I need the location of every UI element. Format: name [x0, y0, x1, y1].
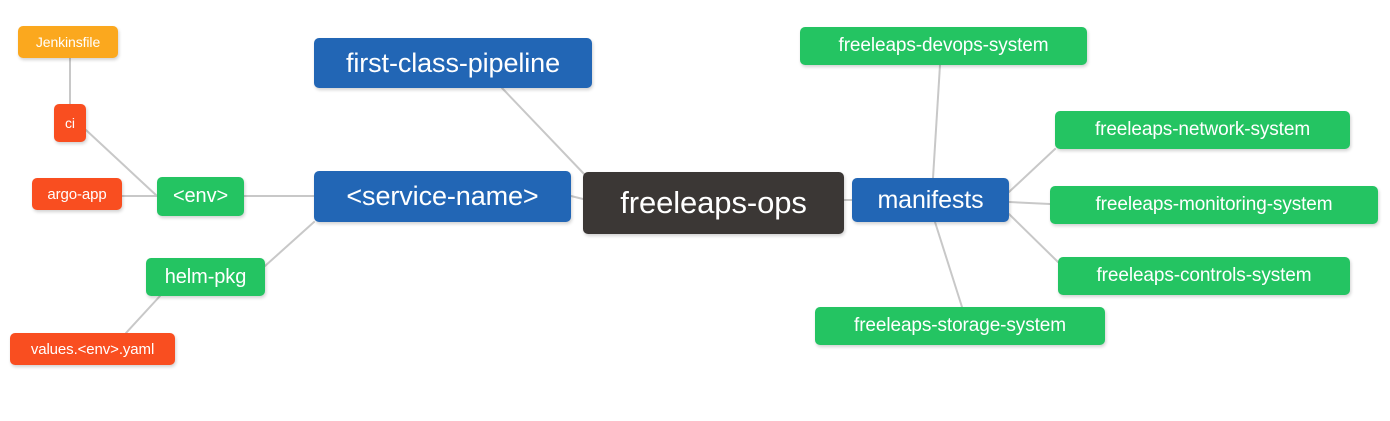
node-label: <service-name> — [346, 181, 539, 211]
edge-manifests-to-freeleaps-monitoring-system — [1008, 201, 1051, 205]
node-label: freeleaps-storage-system — [854, 315, 1066, 336]
node-first-class-pipeline[interactable]: first-class-pipeline — [314, 38, 592, 88]
node-freeleaps-network-system[interactable]: freeleaps-network-system — [1055, 111, 1350, 149]
node-label: first-class-pipeline — [345, 47, 561, 78]
node-label: freeleaps-ops — [620, 185, 807, 220]
node-service-name[interactable]: <service-name> — [314, 171, 571, 222]
node-values-yaml[interactable]: values.<env>.yaml — [10, 333, 175, 365]
node-label: manifests — [877, 185, 984, 214]
node-label: values.<env>.yaml — [30, 340, 155, 358]
node-label: <env> — [172, 185, 229, 207]
node-label: Jenkinsfile — [35, 34, 101, 50]
node-freeleaps-ops[interactable]: freeleaps-ops — [583, 172, 844, 234]
edge-service-name-to-freeleaps-ops — [570, 195, 584, 200]
node-freeleaps-controls-system[interactable]: freeleaps-controls-system — [1058, 257, 1350, 295]
node-jenkinsfile[interactable]: Jenkinsfile — [18, 26, 118, 58]
node-label: freeleaps-monitoring-system — [1095, 194, 1333, 215]
node-freeleaps-devops-system[interactable]: freeleaps-devops-system — [800, 27, 1087, 65]
node-label: ci — [65, 115, 75, 131]
node-ci[interactable]: ci — [54, 104, 86, 142]
edge-manifests-to-freeleaps-network-system — [1008, 148, 1056, 193]
node-label: freeleaps-devops-system — [838, 35, 1049, 56]
node-label: helm-pkg — [164, 265, 247, 288]
node-freeleaps-monitoring-system[interactable]: freeleaps-monitoring-system — [1050, 186, 1378, 224]
edge-first-class-pipeline-to-freeleaps-ops — [501, 87, 587, 177]
node-label: freeleaps-controls-system — [1096, 265, 1312, 286]
node-env[interactable]: <env> — [157, 177, 244, 216]
node-freeleaps-storage-system[interactable]: freeleaps-storage-system — [815, 307, 1105, 345]
edge-manifests-to-freeleaps-devops-system — [932, 64, 941, 179]
node-label: argo-app — [47, 185, 107, 203]
edge-manifests-to-freeleaps-storage-system — [934, 221, 963, 308]
edge-helm-pkg-to-service-name — [264, 221, 315, 267]
edge-values-yaml-to-helm-pkg — [125, 295, 161, 334]
node-manifests[interactable]: manifests — [852, 178, 1009, 222]
node-helm-pkg[interactable]: helm-pkg — [146, 258, 265, 296]
node-label: freeleaps-network-system — [1094, 119, 1311, 140]
node-argo-app[interactable]: argo-app — [32, 178, 122, 210]
